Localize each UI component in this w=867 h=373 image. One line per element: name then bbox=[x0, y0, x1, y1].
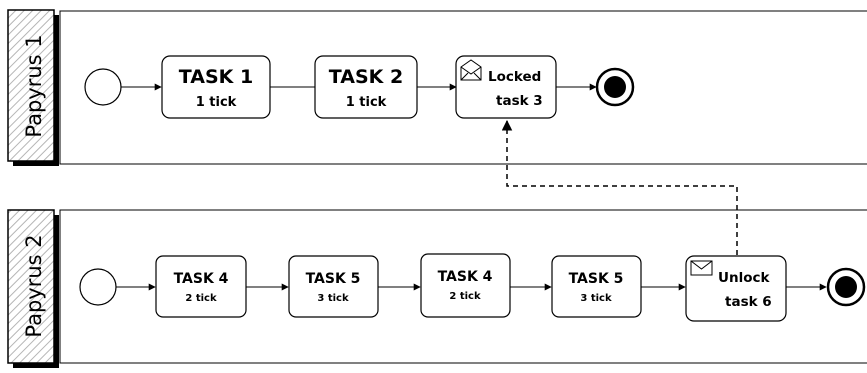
task-5b[interactable]: TASK 5 3 tick bbox=[551, 255, 642, 318]
end-event-1[interactable] bbox=[595, 67, 635, 107]
pool-1-label: Papyrus 1 bbox=[22, 34, 46, 137]
task-5a-title: TASK 5 bbox=[306, 271, 361, 287]
unlock-task-line1: Unlock bbox=[718, 270, 770, 286]
task-4b-title: TASK 4 bbox=[438, 269, 493, 285]
task-1-ticks: 1 tick bbox=[196, 95, 237, 110]
task-2-title: TASK 2 bbox=[329, 66, 403, 88]
task-4a-ticks: 2 tick bbox=[185, 293, 217, 304]
start-event-1[interactable] bbox=[84, 68, 122, 106]
task-1-title: TASK 1 bbox=[179, 66, 253, 88]
task-4a[interactable]: TASK 4 2 tick bbox=[155, 255, 247, 318]
task-5a-ticks: 3 tick bbox=[317, 293, 349, 304]
pool-2-header: Papyrus 2 bbox=[7, 209, 59, 368]
envelope-icon bbox=[690, 260, 713, 276]
unlock-task-line2: task 6 bbox=[725, 294, 772, 310]
task-5b-ticks: 3 tick bbox=[580, 293, 612, 304]
task-5b-title: TASK 5 bbox=[569, 271, 624, 287]
task-1[interactable]: TASK 1 1 tick bbox=[161, 55, 271, 119]
unlock-task-6[interactable]: Unlock task 6 bbox=[685, 255, 787, 322]
task-4b-ticks: 2 tick bbox=[449, 291, 481, 302]
envelope-open-icon bbox=[460, 59, 482, 81]
message-flow-unlock-to-locked bbox=[501, 119, 738, 255]
end-event-2[interactable] bbox=[826, 267, 866, 307]
task-2-ticks: 1 tick bbox=[346, 95, 387, 110]
locked-task-3[interactable]: Locked task 3 bbox=[455, 55, 557, 119]
pool-papyrus-2: Papyrus 2 TASK 4 2 tick TASK 5 3 tick TA… bbox=[7, 209, 867, 368]
pool-papyrus-1: Papyrus 1 TASK 1 1 tick TASK 2 1 tick bbox=[7, 9, 867, 166]
pool-1-header: Papyrus 1 bbox=[7, 9, 59, 166]
task-5a[interactable]: TASK 5 3 tick bbox=[288, 255, 379, 318]
task-2[interactable]: TASK 2 1 tick bbox=[314, 55, 418, 119]
pool-2-label: Papyrus 2 bbox=[22, 234, 46, 337]
task-4b[interactable]: TASK 4 2 tick bbox=[420, 253, 511, 318]
locked-task-line1: Locked bbox=[488, 69, 541, 85]
locked-task-line2: task 3 bbox=[496, 93, 543, 109]
task-4a-title: TASK 4 bbox=[174, 271, 229, 287]
start-event-2[interactable] bbox=[79, 268, 117, 306]
